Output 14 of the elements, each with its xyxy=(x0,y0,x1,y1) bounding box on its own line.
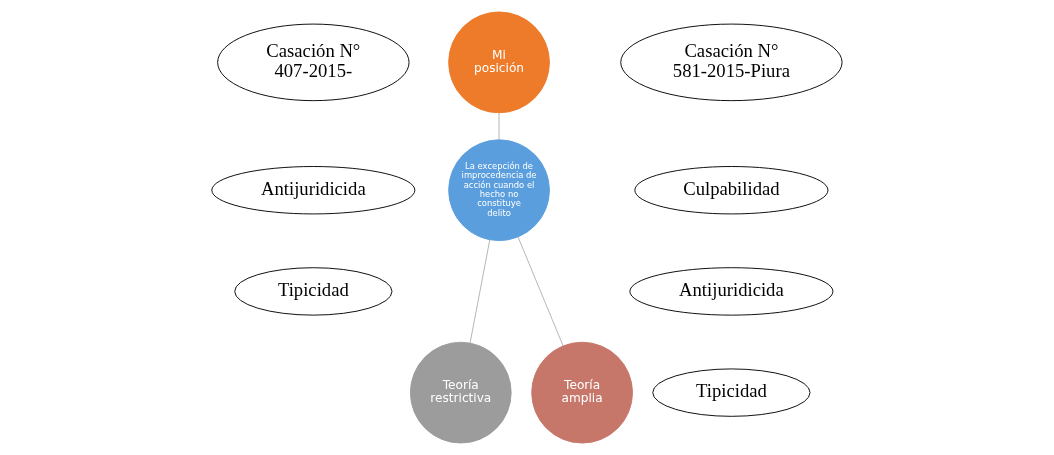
connector xyxy=(498,112,500,140)
node-ellipse: Casación N° 581-2015-Piura xyxy=(620,23,843,102)
node-ellipse: Antijuridicida xyxy=(211,166,416,215)
node-ellipse: Tipicidad xyxy=(234,267,393,316)
node-ellipse: Antijuridicida xyxy=(629,267,834,316)
node-circle: La excepción de improcedencia de acción cuando el hecho no constituye delito xyxy=(448,139,550,242)
connector xyxy=(469,239,491,344)
connector xyxy=(517,236,564,347)
node-circle: Teoría amplia xyxy=(531,341,633,444)
node-circle: Mi posición xyxy=(448,11,550,114)
node-circle: Teoría restrictiva xyxy=(409,341,512,444)
node-ellipse: Casación N° 407-2015- xyxy=(217,23,410,102)
node-ellipse: Tipicidad xyxy=(652,368,811,417)
node-ellipse: Culpabilidad xyxy=(634,166,829,215)
